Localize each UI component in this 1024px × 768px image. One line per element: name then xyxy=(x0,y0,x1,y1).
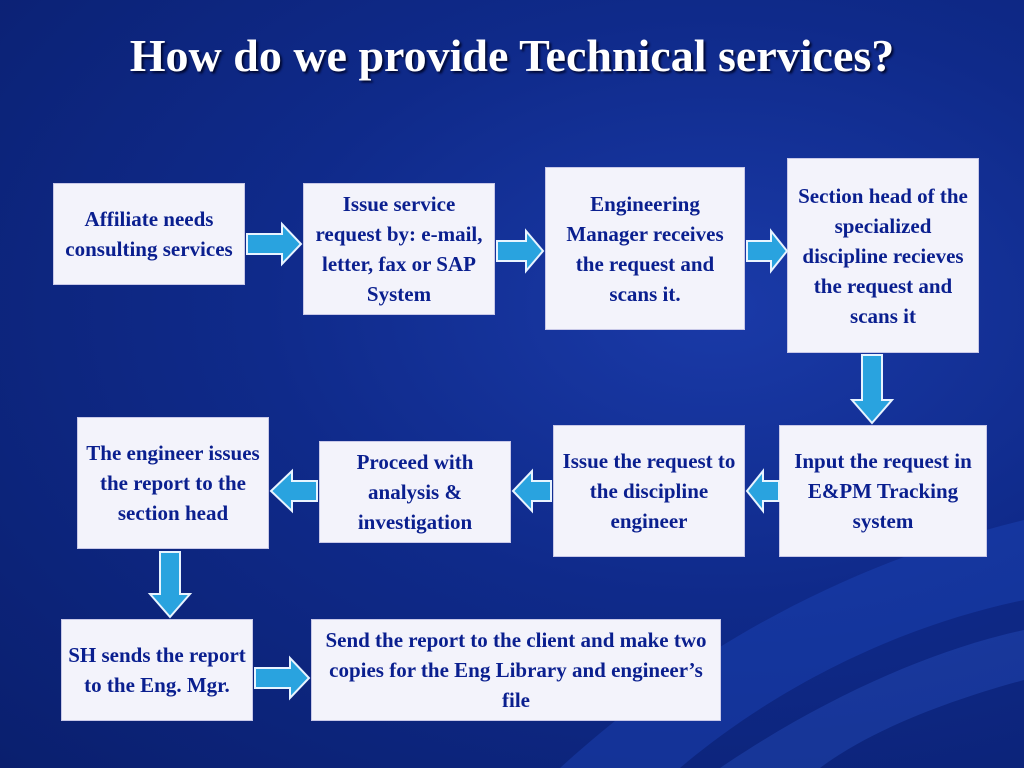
arrow-left-icon xyxy=(745,468,780,514)
step-engineer-report: The engineer issues the report to the se… xyxy=(77,417,269,549)
step-analysis: Proceed with analysis & investigation xyxy=(319,441,511,543)
arrow-left-icon xyxy=(511,468,552,514)
arrow-down-icon xyxy=(849,354,895,425)
arrow-left-icon xyxy=(269,468,318,514)
arrow-right-icon xyxy=(254,655,311,701)
step-issue-service-request: Issue service request by: e-mail, letter… xyxy=(303,183,495,315)
step-send-to-client: Send the report to the client and make t… xyxy=(311,619,721,721)
step-sh-sends-report: SH sends the report to the Eng. Mgr. xyxy=(61,619,253,721)
arrow-right-icon xyxy=(496,228,545,274)
arrow-right-icon xyxy=(246,221,303,267)
step-issue-to-engineer: Issue the request to the discipline engi… xyxy=(553,425,745,557)
arrow-right-icon xyxy=(746,228,789,274)
step-input-tracking: Input the request in E&PM Tracking syste… xyxy=(779,425,987,557)
step-engineering-manager: Engineering Manager receives the request… xyxy=(545,167,745,330)
slide-title: How do we provide Technical services? xyxy=(129,30,895,81)
arrow-down-icon xyxy=(147,551,193,619)
step-affiliate-needs: Affiliate needs consulting services xyxy=(53,183,245,285)
step-section-head: Section head of the specialized discipli… xyxy=(787,158,979,353)
